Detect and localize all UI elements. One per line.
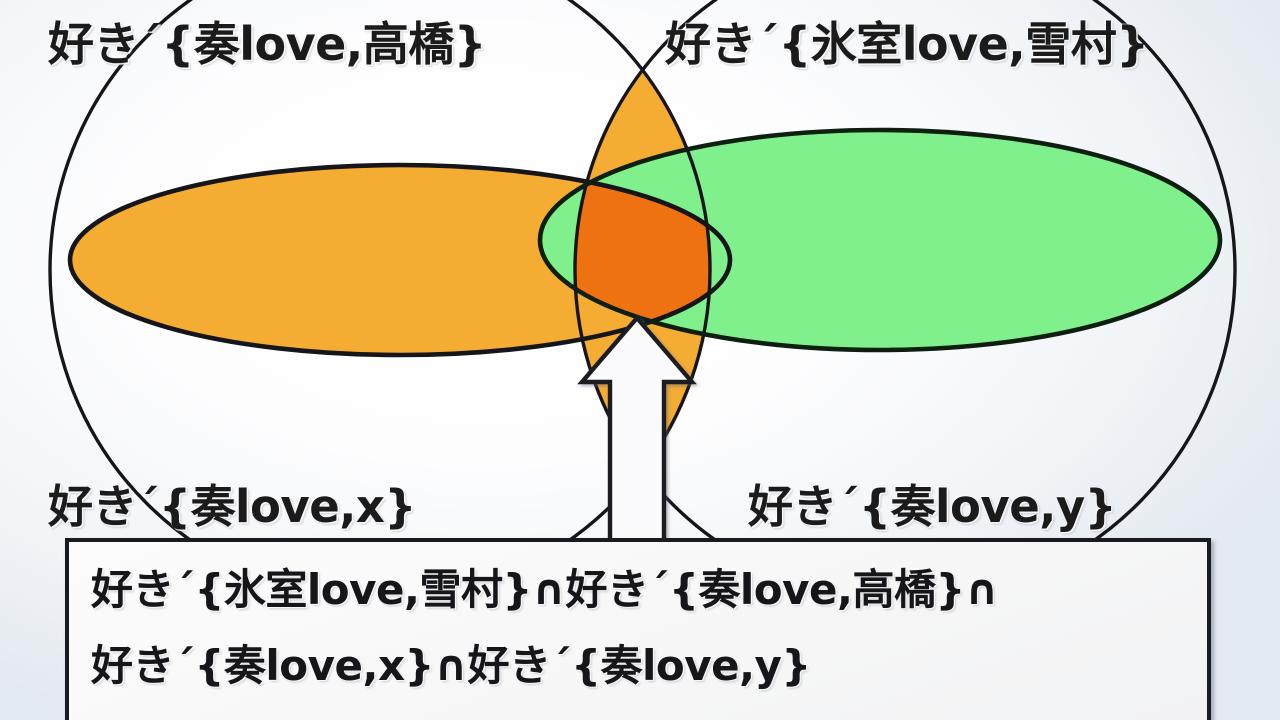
result-expression-line-2: 好き´{奏love,x}∩好き´{奏love,y} (91, 641, 811, 690)
result-expression-box: 好き´{氷室love,雪村}∩好き´{奏love,高橋}∩ 好き´{奏love,… (65, 538, 1211, 720)
label-set-kanade-x: 好き´{奏love,x} (48, 480, 416, 533)
set-kanade-takahashi-outline (67, 162, 733, 358)
label-set-himuro-yukimura: 好き´{氷室love,雪村} (665, 17, 1149, 71)
result-expression-line-1: 好き´{氷室love,雪村}∩好き´{奏love,高橋}∩ (91, 565, 999, 614)
label-set-kanade-takahashi: 好き´{奏love,高橋} (48, 17, 487, 71)
label-set-kanade-y: 好き´{奏love,y} (748, 480, 1117, 533)
set-himuro-yukimura-outline (537, 127, 1223, 353)
